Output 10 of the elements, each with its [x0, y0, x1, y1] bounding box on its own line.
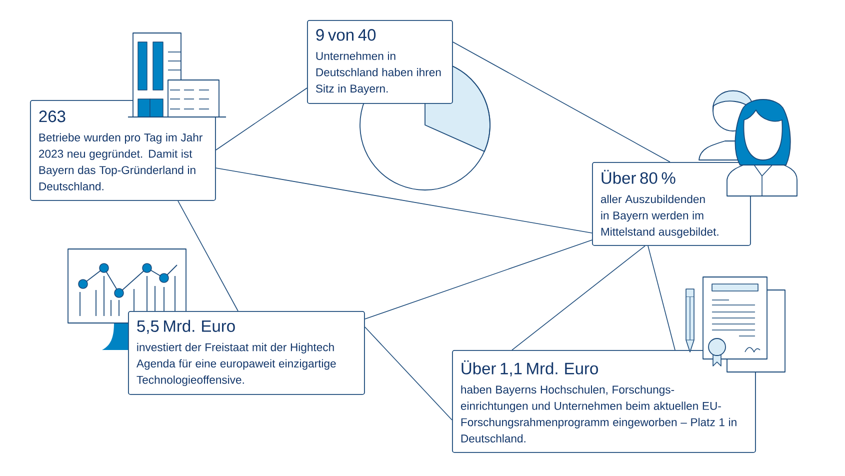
connector-line: [178, 200, 238, 312]
connector-line: [216, 88, 308, 150]
connector-line: [512, 246, 646, 350]
connector-line: [364, 240, 592, 320]
info-box: 263 Betriebe wurden pro Tag im Jahr 2023 neu gegründet. Damit ist Bayern das Top-Gründerland in Deutschland.: [30, 100, 216, 201]
connector-line: [364, 326, 452, 420]
connector-line: [648, 246, 676, 350]
connector-line: [216, 168, 592, 234]
connector-line: [452, 42, 670, 162]
info-box: 9 von 40 Unternehmen in Deutschland haben ihren Sitz in Bayern.: [307, 20, 453, 104]
